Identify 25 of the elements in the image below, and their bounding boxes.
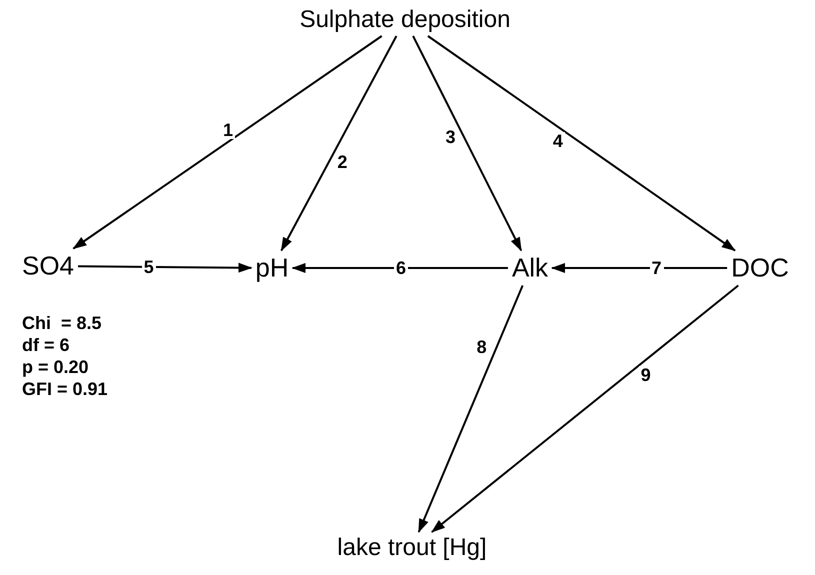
arrow — [431, 284, 739, 533]
arrow — [551, 263, 728, 273]
arrow — [412, 36, 522, 252]
arrow — [280, 36, 398, 252]
node-label: Sulphate deposition — [300, 6, 510, 34]
node-label: SO4 — [22, 250, 74, 282]
arrow — [292, 263, 508, 273]
edge-label: 6 — [394, 259, 408, 277]
edge-label: 5 — [142, 258, 156, 276]
node-label: DOC — [731, 252, 789, 284]
fit-statistic: p = 0.20 — [22, 356, 90, 378]
arrow — [72, 35, 382, 250]
node-label: lake trout [Hg] — [337, 534, 487, 562]
edge-label: 8 — [474, 338, 489, 356]
node-label: pH — [255, 252, 289, 284]
fit-statistic: Chi = 8.5 — [22, 312, 103, 334]
edge-label: 9 — [638, 366, 653, 384]
arrow — [427, 35, 736, 252]
edge-label: 3 — [444, 128, 458, 146]
fit-statistic: df = 6 — [22, 334, 71, 356]
edge-label: 7 — [650, 259, 664, 277]
arrow — [418, 285, 524, 533]
fit-statistic: GFI = 0.91 — [22, 378, 108, 400]
node-label: Alk — [512, 252, 548, 284]
arrow — [78, 262, 252, 273]
